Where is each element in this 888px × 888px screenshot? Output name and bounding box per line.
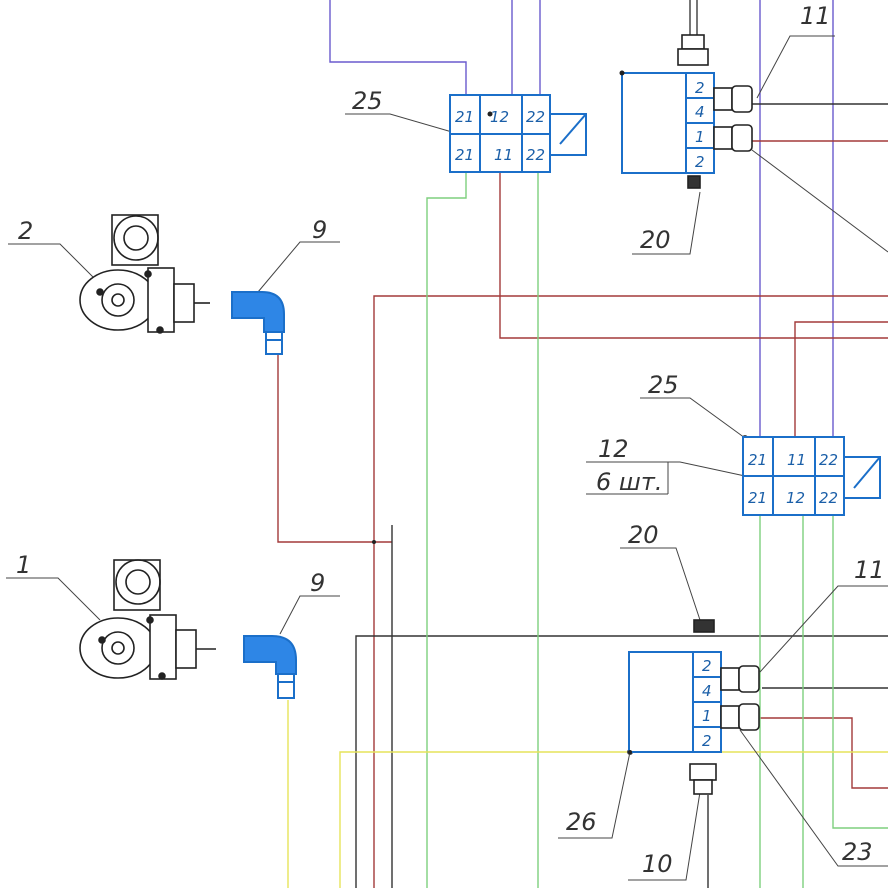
fitting-20-mid (693, 619, 715, 633)
callout-25-mid: 25 (648, 371, 679, 399)
wire-red-connector (499, 172, 888, 339)
elbow-fitting-top (231, 291, 285, 355)
leader-9-top (257, 241, 340, 293)
pin-label: 12 (786, 489, 805, 507)
callout-9-bot: 9 (310, 569, 325, 597)
fitting-valve-bot-b (720, 705, 740, 729)
wire-green-left (426, 172, 467, 888)
callout-26: 26 (566, 808, 597, 836)
leader-26 (558, 751, 631, 839)
valve-top (621, 72, 715, 174)
junctions (372, 111, 632, 754)
port-label: 2 (695, 79, 705, 97)
leader-12 (586, 461, 746, 477)
leader-10 (628, 791, 701, 881)
valve-bottom-ports: 2 4 1 2 (702, 657, 712, 750)
wire-red-to-mid (794, 321, 888, 437)
callouts: 25 11 20 2 9 25 12 6 шт. 20 11 1 9 26 10… (16, 2, 885, 878)
fitting-valve-bot-a (720, 667, 740, 691)
pin-label: 11 (494, 146, 513, 164)
leader-9-bot (279, 595, 340, 635)
port-label: 1 (702, 707, 712, 725)
device-2 (79, 214, 210, 334)
callout-23: 23 (842, 838, 873, 866)
callout-6sht: 6 шт. (596, 468, 662, 496)
pin-label: 21 (455, 108, 474, 126)
fitting-valve-top-a (713, 87, 733, 111)
wire-blue-top-left (329, 0, 467, 95)
callout-11-top: 11 (800, 2, 831, 30)
port-label: 2 (702, 657, 712, 675)
leader-20-top (632, 191, 701, 255)
pin-label: 22 (819, 451, 838, 469)
callout-11-mid: 11 (854, 556, 885, 584)
pin-label: 22 (526, 108, 545, 126)
valve-top-fittings (677, 0, 753, 189)
fitting-top-upper (681, 34, 705, 50)
leaders (6, 35, 888, 881)
valve-bottom (628, 651, 722, 753)
pin-label: 22 (526, 146, 545, 164)
valve-top-ports: 2 4 1 2 (695, 79, 705, 171)
leader-23 (739, 729, 888, 867)
connector-mid-tab (844, 456, 881, 499)
wire-green-833 (832, 515, 888, 829)
valve-bottom-fittings (689, 619, 760, 795)
wire-red-valve-bot (760, 717, 888, 789)
device-1 (79, 559, 216, 680)
pin-label: 21 (748, 451, 767, 469)
wire-red-from-fitting (277, 355, 392, 543)
pin-label: 21 (455, 146, 474, 164)
pin-label: 21 (748, 489, 767, 507)
pin-label: 11 (787, 451, 806, 469)
leader-11-mid (759, 585, 888, 673)
connector-mid-pins: 21 11 22 21 12 22 (748, 451, 838, 507)
callout-10: 10 (642, 850, 673, 878)
port-label: 1 (695, 128, 705, 146)
leader-25-mid (640, 397, 746, 439)
fitting-valve-top-b (713, 126, 733, 150)
callout-1: 1 (16, 551, 31, 579)
pin-label: 22 (819, 489, 838, 507)
fitting-10 (689, 763, 717, 781)
leader-11-top (756, 35, 835, 99)
leader-20-mid (620, 547, 701, 621)
wire-red-main (373, 295, 888, 888)
callout-20-mid: 20 (628, 521, 659, 549)
wire-yellow-main (339, 751, 888, 888)
port-label: 2 (702, 732, 712, 750)
callout-25-top: 25 (352, 87, 383, 115)
leader-1 (6, 577, 101, 621)
wire-black-long (355, 635, 888, 888)
port-label: 4 (702, 682, 712, 700)
leader-2 (8, 243, 101, 285)
elbow-fitting-bottom (243, 635, 297, 699)
leader-to-edge-top (751, 149, 888, 253)
callout-2: 2 (18, 217, 33, 245)
pin-label: 12 (490, 108, 509, 126)
connector-mid (742, 436, 881, 516)
connector-top (449, 94, 587, 173)
callout-9-top: 9 (312, 216, 327, 244)
leader-25-top (345, 113, 453, 133)
wires (277, 0, 888, 888)
callout-12: 12 (598, 435, 629, 463)
connector-top-tab (550, 113, 587, 156)
port-label: 4 (695, 103, 705, 121)
callout-20-top: 20 (640, 226, 671, 254)
port-label: 2 (695, 153, 705, 171)
connector-top-pins: 21 12 22 21 11 22 (455, 108, 545, 164)
